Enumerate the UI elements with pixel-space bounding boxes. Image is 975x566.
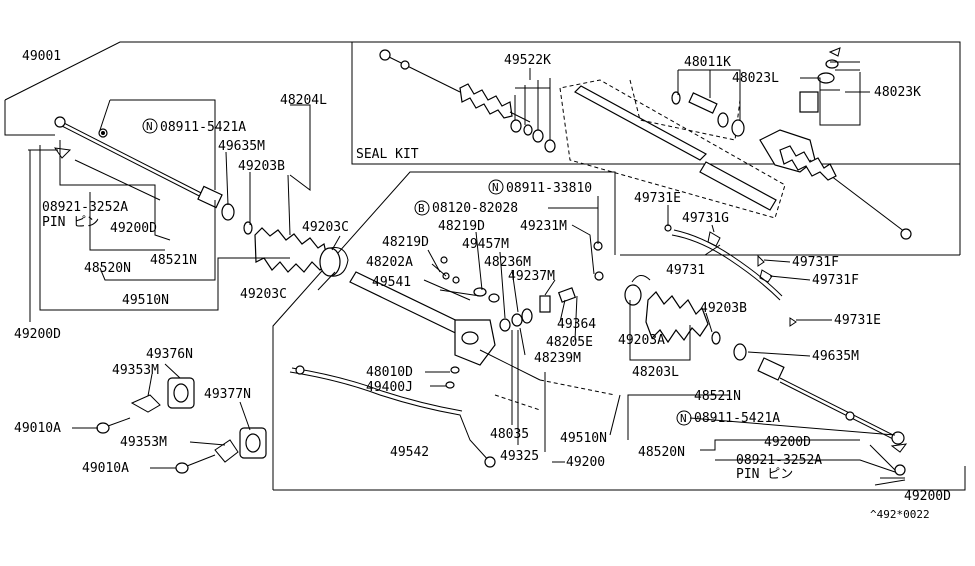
n-mark-center: N [492,181,499,194]
label-08120-82028: 08120-82028 [432,201,518,216]
label-49203b-right: 49203B [700,301,747,316]
label-49731: 49731 [666,263,705,278]
label-48203l: 48203L [632,365,679,380]
seal-kit-parts [379,47,912,240]
label-48520n-left: 48520N [84,261,131,276]
label-49541: 49541 [372,275,411,290]
label-49203c-left: 49203C [240,287,287,302]
lower-left-mounts [96,377,267,474]
label-49731g: 49731G [682,211,729,226]
label-49200d-right: 49200D [764,435,811,450]
label-footer-code: ^492*0022 [870,508,930,521]
label-48521n-right: 48521N [694,389,741,404]
label-49353m-a: 49353M [112,363,159,378]
label-49731f-a: 49731F [792,255,839,270]
label-49731e-bot: 49731E [834,313,881,328]
n-mark-left: N [146,120,153,133]
label-48023k: 48023K [874,85,921,100]
frame-lines [4,41,966,491]
label-pin-left: PIN ピン [42,215,99,230]
label-49200d-bottom-right: 49200D [904,489,951,504]
label-49353m-b: 49353M [120,435,167,450]
label-48521n-left: 48521N [150,253,197,268]
label-49325: 49325 [500,449,539,464]
label-49400j: 49400J [366,380,413,395]
label-49635m-right: 49635M [812,349,859,364]
center-gear-housing [289,241,604,468]
label-08911-33810: 08911-33810 [506,181,592,196]
label-48236m: 48236M [484,255,531,270]
label-49010a-b: 49010A [82,461,129,476]
label-48219d-a: 48219D [438,219,485,234]
label-49237m: 49237M [508,269,555,284]
label-48520n-right: 48520N [638,445,685,460]
label-49731e-top: 49731E [634,191,681,206]
label-49731f-b: 49731F [812,273,859,288]
label-pin-right: PIN ピン [736,467,793,482]
b-mark-center: B [418,202,425,215]
label-49510n-right: 49510N [560,431,607,446]
label-49203c-right: 49203C [302,220,349,235]
left-tie-rod [53,116,235,221]
label-49203a: 49203A [618,333,665,348]
label-49635m-left: 49635M [218,139,265,154]
label-48205e: 48205E [546,335,593,350]
label-08921-3252a-right: 08921-3252A [736,453,822,468]
seal-kit-box [351,41,961,165]
label-48239m: 48239M [534,351,581,366]
n-mark-right: N [680,412,687,425]
label-49510n-left: 49510N [122,293,169,308]
label-49376n: 49376N [146,347,193,362]
left-boot [243,221,349,277]
leader-lines [28,61,906,486]
label-08921-3252a-left: 08921-3252A [42,200,128,215]
label-49200: 49200 [566,455,605,470]
label-49364: 49364 [557,317,596,332]
label-49542: 49542 [390,445,429,460]
callout-symbols [142,118,692,426]
label-48023l: 48023L [732,71,779,86]
label-49200d-far-left: 49200D [14,327,61,342]
label-49377n: 49377N [204,387,251,402]
label-49010a-a: 49010A [14,421,61,436]
part-labels: 49001 08911-5421A 49635M 49203B 48204L 0… [14,49,951,521]
label-48011k: 48011K [684,55,731,70]
label-08911-5421a-right: 08911-5421A [694,411,780,426]
label-49200d-mid-left: 49200D [110,221,157,236]
label-48204l: 48204L [280,93,327,108]
label-49001: 49001 [22,49,61,64]
label-49231m: 49231M [520,219,567,234]
label-49522k: 49522K [504,53,551,68]
label-seal-kit: SEAL KIT [356,147,419,162]
label-48202a: 48202A [366,255,413,270]
right-side-parts [624,224,908,476]
label-48219d-b: 48219D [382,235,429,250]
label-08911-5421a-left: 08911-5421A [160,120,246,135]
label-49457m: 49457M [462,237,509,252]
label-48035: 48035 [490,427,529,442]
label-48010d: 48010D [366,365,413,380]
label-49203b-left: 49203B [238,159,285,174]
